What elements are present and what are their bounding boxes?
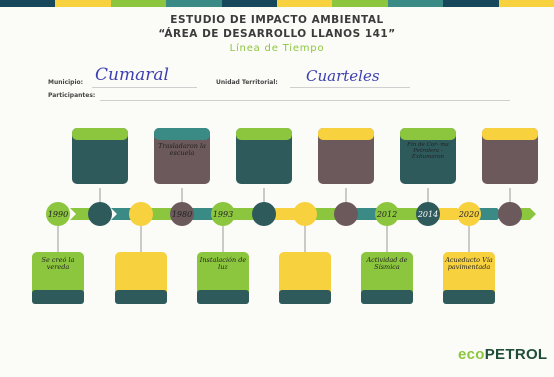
node-12 [498,202,522,226]
document-title: ESTUDIO DE IMPACTO AMBIENTAL [170,14,384,26]
ecopetrol-logo: ecoPETROL [458,346,548,363]
timeline-nodes [46,202,522,226]
note-trasladaron-escuela: Trasladaron la escuela [158,142,206,157]
participantes-underline [100,100,510,101]
year-1993: 1993 [213,210,233,219]
node-6 [252,202,276,226]
municipio-underline [92,87,197,88]
unidad-underline [290,87,410,88]
node-1980 [170,202,194,226]
upper-cards [72,128,538,184]
timeline-connectors [57,188,511,252]
note-acueducto: Acueducto Vía pavimentada [445,256,493,271]
node-8 [334,202,358,226]
upper-card-2 [154,128,210,184]
note-instalacion-luz: Instalación de luz [199,256,247,271]
municipio-value: Cumaral [95,65,169,85]
node-1993 [211,202,235,226]
year-2012: 2012 [376,210,397,219]
upper-card-4 [318,128,374,184]
year-1980: 1980 [172,210,192,219]
document-subtitle: Línea de Tiempo [229,43,325,54]
node-7 [293,202,317,226]
top-color-strip [0,0,554,7]
unidad-territorial-label: Unidad Territorial: [216,79,278,86]
year-1990: 1990 [48,210,68,219]
lower-cards [32,252,495,304]
upper-card-3 [236,128,292,184]
unidad-territorial-value: Cuarteles [306,67,380,85]
document-area-title: “ÁREA DE DESARROLLO LLANOS 141” [158,28,396,40]
note-fin-corma-petrolera: Fin de Cor- ma Petrolera - Exhumaron [407,142,449,160]
node-3 [129,202,153,226]
year-2020: 2020 [458,210,479,219]
node-2 [88,202,112,226]
municipio-label: Municipio: [48,79,84,86]
note-se-creo-vereda: Se creó la vereda [41,256,75,271]
upper-card-5 [400,128,456,184]
upper-card-6 [482,128,538,184]
node-1990 [46,202,70,226]
upper-card-1 [72,128,128,184]
node-2012 [375,202,399,226]
note-actividad-sismica: Actividad de Sísmica [366,256,408,271]
participantes-label: Participantes: [48,92,96,99]
node-2014 [416,202,440,226]
year-2014: 2014 [417,210,438,219]
node-2020 [457,202,481,226]
